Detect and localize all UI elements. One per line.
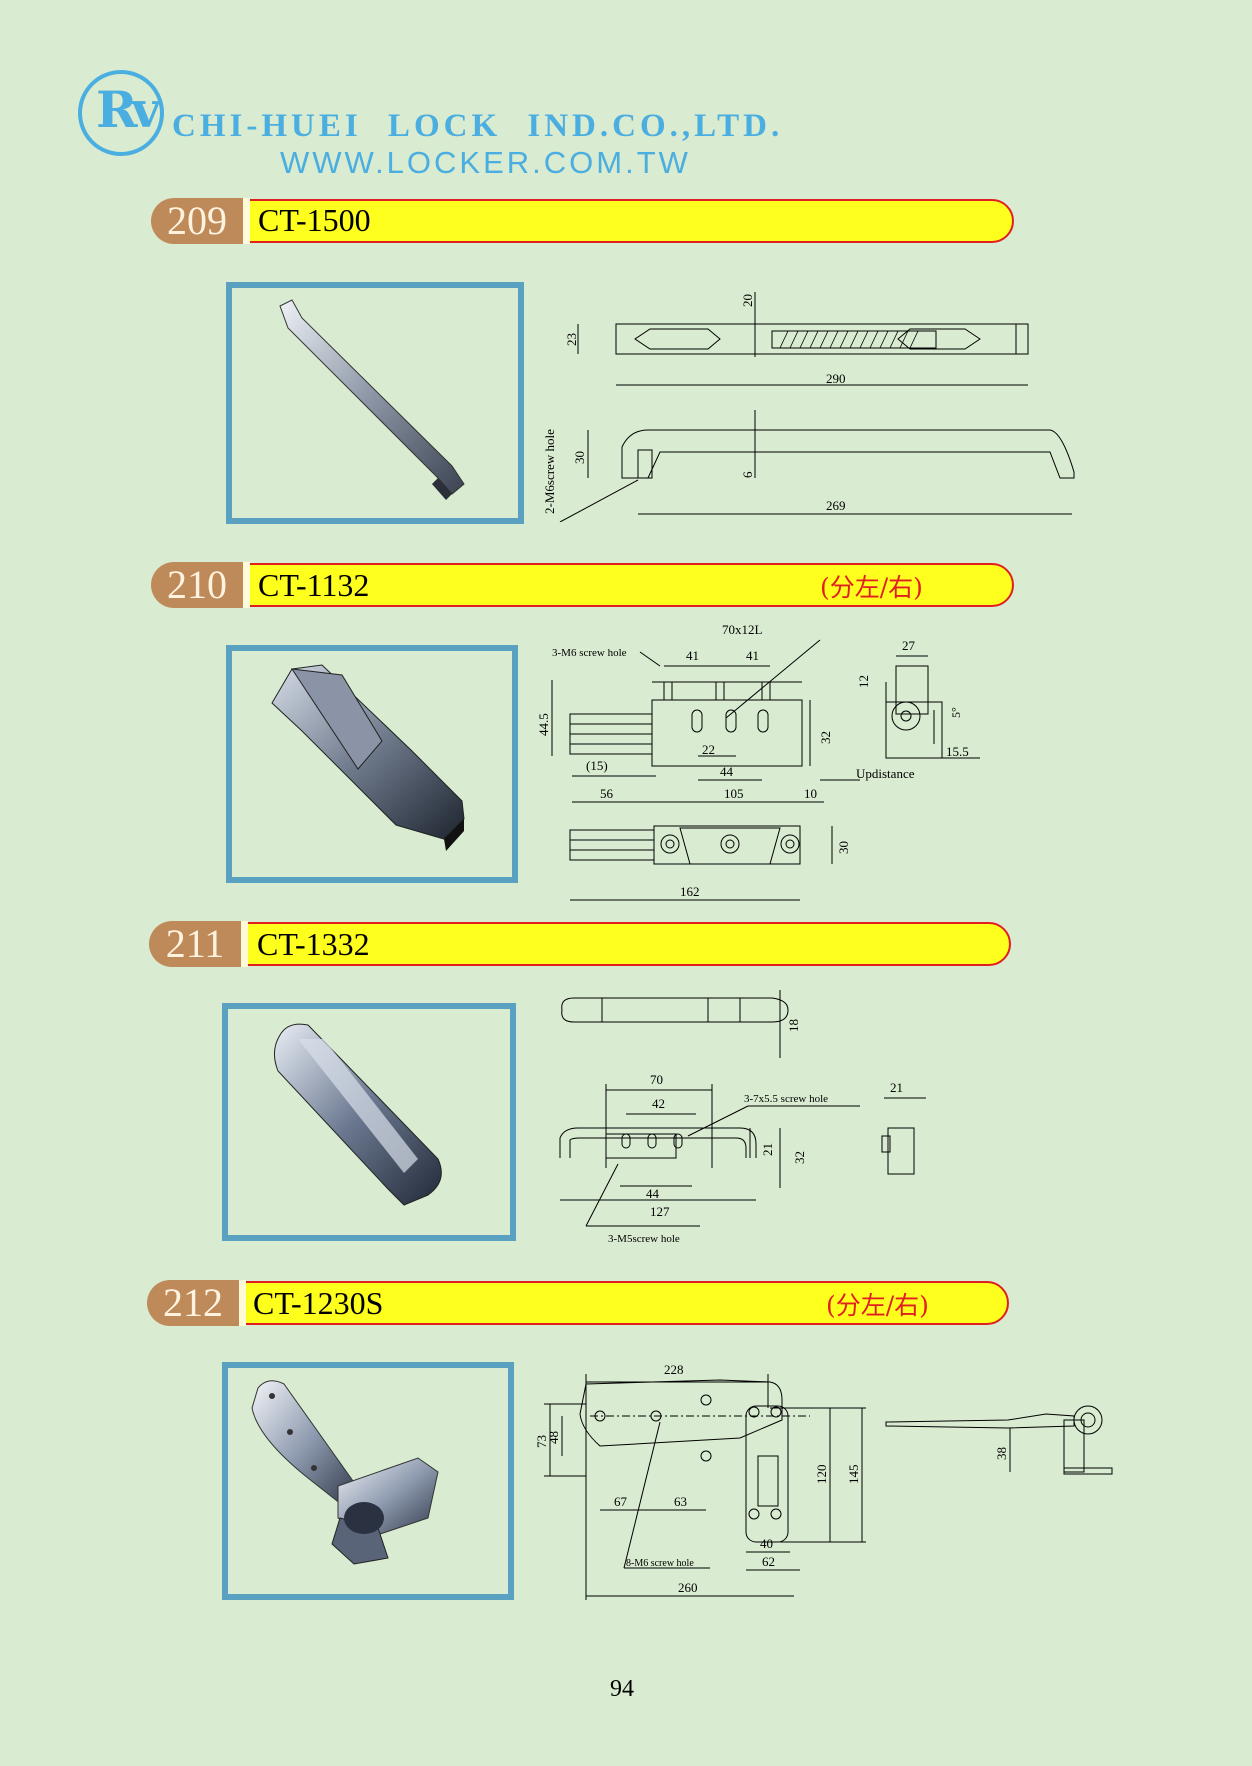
dim-label: 62 — [762, 1554, 775, 1569]
technical-drawing-210: 70x12L 3-M6 screw hole 41 41 27 12 44.5 … — [536, 622, 980, 901]
hinge-image — [271, 664, 465, 851]
dim-label: (15) — [586, 758, 608, 773]
left-right-note: (分左/右) — [820, 573, 923, 602]
website-url[interactable]: WWW.LOCKER.COM.TW — [280, 145, 691, 180]
dim-label: 48 — [546, 1431, 561, 1444]
dim-label: 105 — [724, 786, 744, 801]
dim-label: 21 — [760, 1143, 775, 1156]
dim-label: Updistance — [856, 766, 915, 781]
dim-label: 42 — [652, 1096, 665, 1111]
dim-label: 70x12L — [722, 622, 763, 637]
dim-label: 41 — [686, 648, 699, 663]
dim-label: 70 — [650, 1072, 663, 1087]
dim-label: 56 — [600, 786, 614, 801]
hinge-image — [251, 1380, 439, 1565]
dim-label: 145 — [846, 1465, 861, 1485]
dim-label: 27 — [902, 638, 916, 653]
dim-label: 10 — [804, 786, 817, 801]
dim-label: 12 — [856, 675, 871, 688]
dim-label: 40 — [760, 1536, 773, 1551]
product-number: 209 — [151, 198, 250, 244]
dim-label: 32 — [818, 731, 833, 744]
dim-label: 44.5 — [536, 713, 551, 736]
dim-label: 228 — [664, 1362, 684, 1377]
dim-label: 3-M6 screw hole — [552, 647, 627, 659]
dim-label: 18 — [786, 1019, 801, 1032]
product-photo-212 — [222, 1362, 514, 1600]
dim-label: 120 — [814, 1465, 829, 1485]
handle-image — [274, 1023, 442, 1206]
dim-label: 3-M5screw hole — [608, 1233, 680, 1245]
dim-label: 32 — [792, 1151, 807, 1164]
company-name: CHI-HUEI LOCK IND.CO.,LTD. — [172, 108, 784, 144]
dim-label: 44 — [720, 764, 734, 779]
dim-label: 22 — [702, 742, 715, 757]
product-photo-210 — [226, 645, 518, 883]
dim-label: 260 — [678, 1580, 698, 1595]
dim-label: 3-7x5.5 screw hole — [744, 1093, 828, 1105]
product-model: CT-1230S — [253, 1285, 384, 1321]
product-model: CT-1332 — [257, 926, 370, 962]
dim-label: 5° — [949, 707, 963, 718]
dim-label: 15.5 — [946, 744, 969, 759]
dim-label: 38 — [994, 1447, 1009, 1460]
dim-label: 30 — [836, 841, 851, 854]
dim-label: 23 — [564, 333, 579, 346]
dim-label: 30 — [572, 451, 587, 464]
product-bar-211 — [241, 922, 1011, 966]
product-number: 212 — [147, 1280, 246, 1326]
dim-label: 20 — [740, 294, 755, 307]
product-number: 211 — [149, 921, 248, 967]
product-model: CT-1500 — [258, 202, 371, 238]
logo: Rv — [96, 80, 161, 139]
dim-label: 290 — [826, 371, 846, 386]
product-photo-211 — [222, 1003, 516, 1241]
page-number: 94 — [610, 1676, 634, 1702]
technical-drawing-211: 18 70 42 3-7x5.5 screw hole 21 21 32 44 … — [559, 990, 926, 1245]
dim-label: 41 — [746, 648, 759, 663]
handle-image — [279, 299, 465, 500]
product-model: CT-1132 — [258, 567, 370, 603]
logo-circle — [78, 70, 164, 156]
dim-label: 21 — [890, 1080, 903, 1095]
dim-label: 2-M6screw hole — [542, 429, 557, 514]
technical-drawing-209: 20 23 290 30 6 269 2-M6screw hole — [542, 292, 1075, 522]
technical-drawing-212: 228 73 48 120 145 38 67 63 40 62 8-M6 sc… — [534, 1362, 1113, 1600]
dim-label: 6 — [740, 471, 755, 478]
dim-label: 63 — [674, 1494, 687, 1509]
dim-label: 73 — [534, 1435, 549, 1448]
product-bar-212 — [239, 1281, 1009, 1325]
dim-label: 67 — [614, 1494, 628, 1509]
product-photo-209 — [226, 282, 524, 524]
dim-label: 162 — [680, 884, 700, 899]
dim-label: 269 — [826, 498, 846, 513]
product-bar-209 — [244, 199, 1014, 243]
dim-label: 127 — [650, 1204, 670, 1219]
dim-label: 8-M6 screw hole — [626, 1558, 694, 1569]
product-number: 210 — [151, 562, 250, 608]
left-right-note: (分左/右) — [826, 1291, 929, 1320]
dim-label: 44 — [646, 1186, 660, 1201]
